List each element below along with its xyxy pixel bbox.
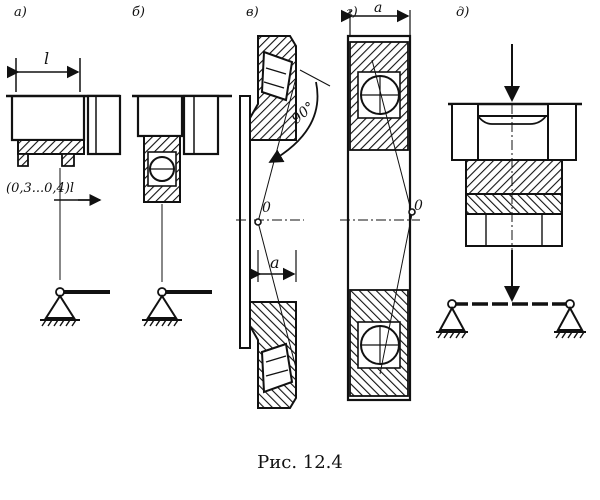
panel-c-label: в) [246,5,259,20]
panel-d-point: 0 [414,198,423,214]
panel-d-dimension: a [374,0,382,16]
panel-c-dimension: a [270,253,280,272]
panel-e: д) [436,5,586,339]
panel-c-point: 0 [262,200,271,216]
panel-a-note: (0,3...0,4)l [6,181,74,196]
panel-a: а) l (0,3...0,4)l [6,5,122,327]
panel-a-dimension: l [44,49,49,68]
figure-caption: Рис. 12.4 [257,452,343,473]
panel-c: в) 90° 0 a [236,5,331,409]
panel-b: б) [132,5,232,327]
panel-e-label: д) [456,5,469,20]
panel-d-label: г) [346,5,358,20]
panel-b-label: б) [132,5,145,20]
panel-a-label: а) [14,5,27,20]
panel-d: г) a 0 [340,0,423,402]
